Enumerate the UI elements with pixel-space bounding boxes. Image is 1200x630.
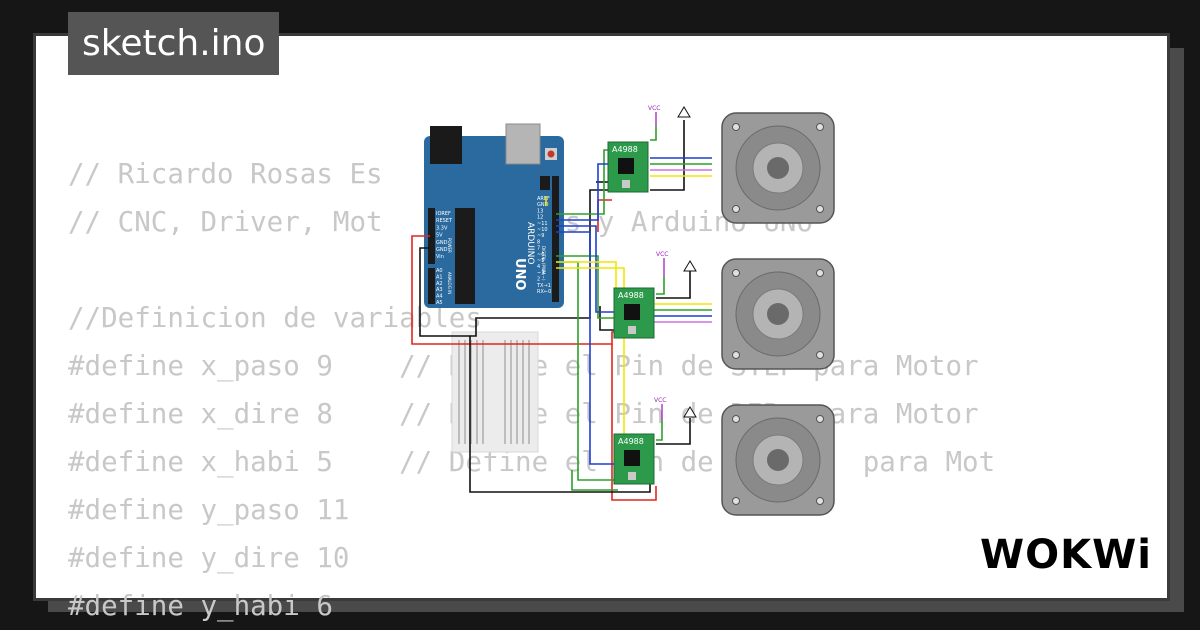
ground-symbol <box>677 106 691 118</box>
atmega-chip <box>455 208 475 304</box>
analog-header <box>428 268 435 304</box>
digital-pin-label: ~11 <box>537 221 548 227</box>
svg-text:WOKWi: WOKWi <box>980 532 1152 578</box>
usb-port <box>505 123 541 165</box>
digital-pin-label: ~10 <box>537 227 548 233</box>
stepper-motor-2[interactable] <box>721 258 835 370</box>
motor-wires-2 <box>654 303 712 323</box>
digital-pin-label: 13 <box>537 208 543 214</box>
analog-pin-label: A1 <box>436 274 443 280</box>
arduino-brand: ARDUINO <box>525 222 535 264</box>
power-pin-label: IOREF <box>436 211 451 217</box>
digital-pin-label: 8 <box>537 239 540 245</box>
digital-pin-label: AREF <box>537 196 550 202</box>
svg-text:DIGITAL (PWM ~): DIGITAL (PWM ~) <box>541 246 546 281</box>
digital-pin-label: RX←0 <box>537 289 551 295</box>
breadboard[interactable] <box>451 331 539 453</box>
digital-pin-label: 4 <box>537 264 540 270</box>
arduino-model: UNO <box>512 258 527 291</box>
analog-pin-label: A0 <box>436 268 443 274</box>
svg-text:POWER: POWER <box>447 238 452 253</box>
svg-text:A4988: A4988 <box>618 437 644 446</box>
power-pin-label: GND <box>436 247 448 253</box>
ground-symbol <box>683 406 697 418</box>
driver-a4988-2[interactable]: A4988 <box>613 287 655 339</box>
power-header <box>428 208 435 264</box>
digital-pin-label: ~5 <box>537 258 544 264</box>
stepper-motor-1[interactable] <box>721 112 835 224</box>
digital-pin-label: ~9 <box>537 233 544 239</box>
power-pin-label: 3.3V <box>436 225 448 231</box>
ground-symbol <box>683 260 697 272</box>
digital-pin-label: ~6 <box>537 252 544 258</box>
code-line: #define y_dire 10 <box>68 542 350 574</box>
svg-text:VCC: VCC <box>656 251 668 258</box>
vcc-symbol: VCC <box>654 397 666 420</box>
digital-pin-label: 7 <box>537 246 540 252</box>
digital-pin-label: ~3 <box>537 270 544 276</box>
stepper-motor-3[interactable] <box>721 404 835 516</box>
svg-text:ANALOG IN: ANALOG IN <box>447 272 452 294</box>
svg-text:VCC: VCC <box>648 105 660 112</box>
motor-wires-1 <box>650 157 712 177</box>
analog-pin-label: A5 <box>436 300 443 306</box>
code-line: // CNC, Driver, Mot pasos y Arduino UNO <box>68 206 813 238</box>
digital-header <box>552 176 559 302</box>
power-pin-label: GND <box>436 240 448 246</box>
power-pin-label: RESET <box>436 218 453 224</box>
digital-pin-label: 12 <box>537 215 543 221</box>
analog-pin-label: A2 <box>436 281 443 287</box>
dc-jack <box>430 126 462 164</box>
code-line: // Ricardo Rosas Es <box>68 158 383 190</box>
analog-pin-label: A4 <box>436 294 443 300</box>
code-line: //Definicion de variables <box>68 302 482 334</box>
driver-a4988-1[interactable]: A4988 <box>607 141 649 193</box>
svg-text:A4988: A4988 <box>612 145 638 154</box>
vcc-symbol: VCC <box>656 251 668 276</box>
svg-text:VCC: VCC <box>654 397 666 404</box>
digital-pin-label: TX→1 <box>536 283 551 289</box>
code-line: #define y_habi 6 <box>68 590 333 622</box>
digital-pin-label: GND <box>537 202 549 208</box>
svg-text:A4988: A4988 <box>618 291 644 300</box>
vcc-symbol: VCC <box>648 105 660 126</box>
analog-pin-label: A3 <box>436 287 443 293</box>
code-line: #define y_paso 11 <box>68 494 350 526</box>
power-pin-label: Vin <box>436 254 444 260</box>
driver-a4988-3[interactable]: A4988 <box>613 433 655 485</box>
power-pin-label: 5V <box>436 233 443 239</box>
wokwi-logo: WOKWi <box>980 532 1152 578</box>
sketch-title-tab[interactable]: sketch.ino <box>68 12 280 75</box>
digital-pin-label: 2 <box>537 277 540 283</box>
